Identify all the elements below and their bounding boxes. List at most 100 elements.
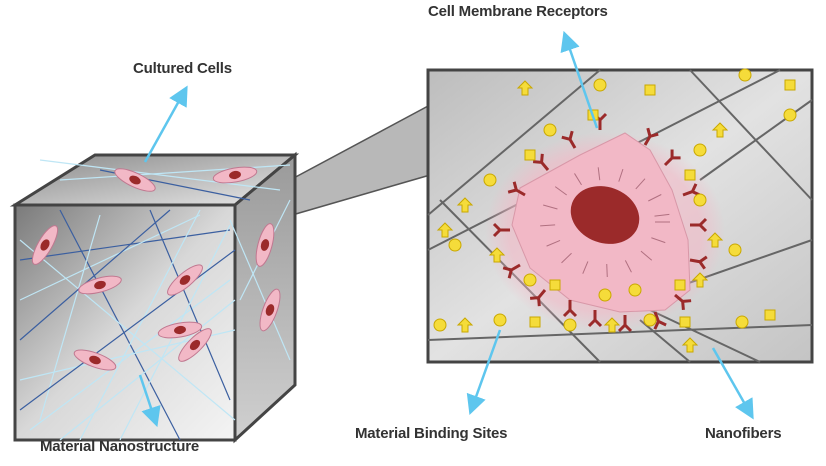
cell-nucleus [89,355,101,365]
binding-site [456,197,474,213]
binding-site [738,68,752,82]
cytoskeleton-line [640,250,653,261]
nanofiber [39,214,101,421]
binding-site-arrow [711,122,729,138]
binding-site-circle [448,238,462,252]
binding-site-circle [598,288,612,302]
cultured-cell [78,275,122,295]
binding-site-circle [643,313,657,327]
binding-site [516,80,534,96]
receptor-shape [689,255,708,270]
cytoskeleton-line [546,239,561,247]
nanofiber [59,299,236,441]
cultured-cell [167,264,203,296]
binding-sites [433,68,797,353]
binding-site [691,272,709,288]
receptor [689,255,708,270]
cytoskeleton-line [543,204,558,210]
binding-site-square [764,309,776,321]
binding-site-circle [693,143,707,157]
binding-site [728,243,742,257]
receptor [561,130,577,149]
receptors [492,112,708,333]
label-material-nanostructure: Material Nanostructure [40,438,199,455]
receptor [492,222,510,238]
receptor-shape [690,217,708,233]
binding-site [543,123,557,137]
receptor [587,310,603,328]
arrow-material-nanostructure [138,374,161,428]
binding-site-square [684,169,696,181]
binding-site [493,313,507,327]
arrow-cultured-cells [143,85,188,163]
binding-site-circle [783,108,797,122]
nanofiber [19,249,236,411]
receptor-shape [561,130,577,149]
cytoskeleton-line [606,263,608,277]
cytoskeleton-line [561,252,572,264]
nanofiber [39,159,281,191]
cultured-cell [212,166,258,184]
nanofiber [19,209,171,341]
label-cultured-cells: Cultured Cells [133,60,232,77]
binding-site-circle [628,283,642,297]
nanofiber [19,229,231,261]
cytoskeleton-line [618,168,624,182]
binding-site [448,238,462,252]
binding-site-arrow [681,337,699,353]
binding-site [603,317,621,333]
binding-site [681,337,699,353]
binding-site-circle [728,243,742,257]
cell-nucleus [265,304,275,316]
binding-site [684,169,696,181]
binding-site-arrow [706,232,724,248]
binding-site-circle [738,68,752,82]
binding-site-circle [493,313,507,327]
binding-site [549,279,561,291]
binding-site-arrow [488,247,506,263]
binding-site-circle [735,315,749,329]
binding-site-circle [693,193,707,207]
binding-site-square [549,279,561,291]
receptor [562,300,578,318]
binding-site-circle [593,78,607,92]
binding-site [644,84,656,96]
binding-site [735,315,749,329]
cell-nucleus [129,175,141,185]
binding-site [483,173,497,187]
binding-site [524,149,536,161]
receptor [663,149,681,167]
cytoskeleton-line [582,261,589,274]
binding-site [593,78,607,92]
receptor [507,181,526,197]
receptor-shape [502,263,521,279]
cytoskeleton-line [554,186,567,196]
arrow-cell-membrane-receptors [560,30,599,129]
cultured-cell [31,225,59,265]
receptor [502,263,521,279]
binding-site-arrow [456,197,474,213]
nanofiber [79,209,201,441]
receptor [653,311,667,330]
receptor-shape [532,153,550,171]
binding-site-square [784,79,796,91]
arrow-nanofibers [711,347,754,420]
binding-site-circle [433,318,447,332]
nanofiber [19,214,201,301]
cell-nucleus [570,186,640,244]
binding-site [628,283,642,297]
binding-site [523,273,537,287]
binding-site [433,318,447,332]
binding-site-square [644,84,656,96]
label-nanofibers: Nanofibers [705,425,782,442]
cytoskeleton-line [597,167,601,181]
cell-nucleus [40,239,50,251]
receptor [529,289,547,307]
cell-nucleus [174,325,186,335]
cell-nucleus [229,170,241,180]
binding-site [706,232,724,248]
arrow-material-binding-sites [466,329,502,416]
cultured-cell [178,328,212,362]
binding-site-arrow [436,222,454,238]
